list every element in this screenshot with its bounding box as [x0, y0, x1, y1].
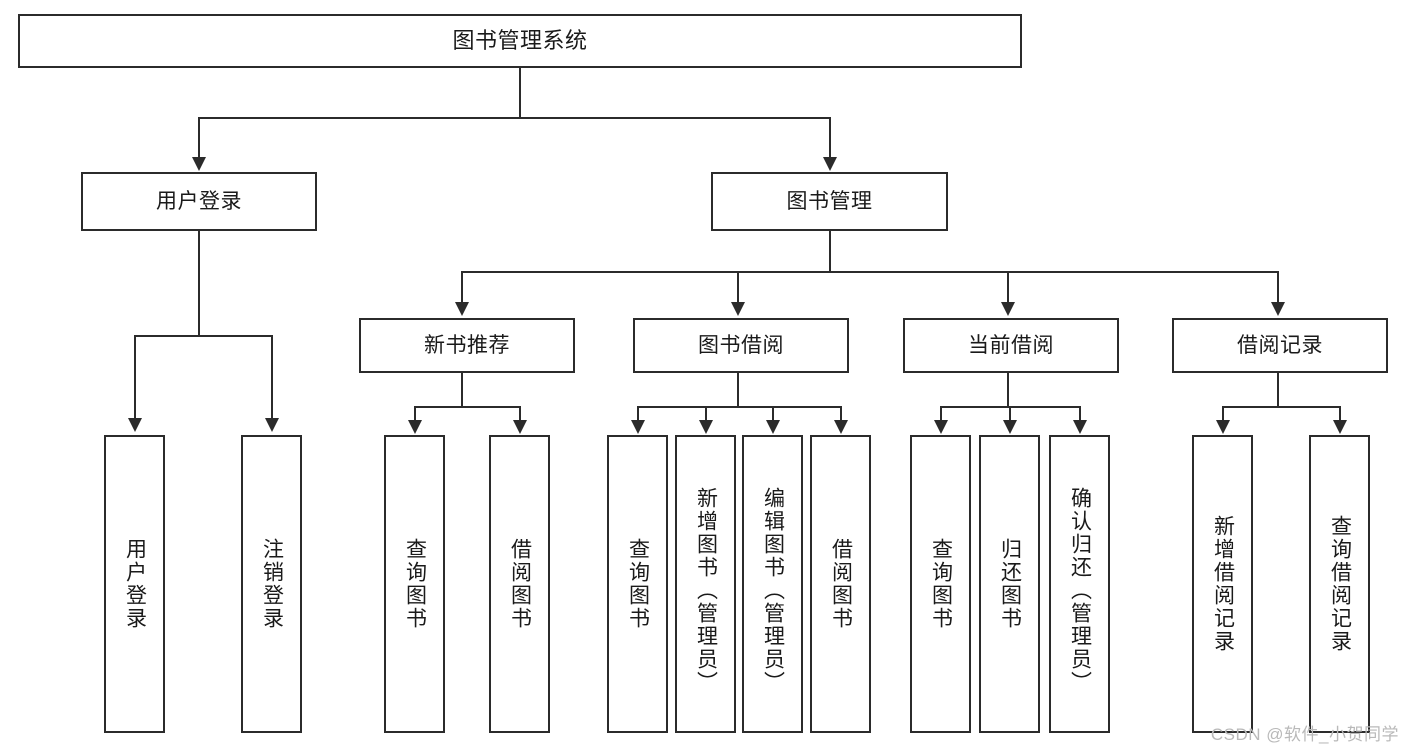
leaf-cb-query-book-label: 查询图书: [929, 538, 953, 630]
connector-nbr-bus: [414, 406, 519, 408]
connector-br-drop-1: [1222, 406, 1224, 422]
watermark: CSDN @软件_小贺同学: [1210, 725, 1399, 744]
leaf-nbr-query-book-label: 查询图书: [403, 538, 427, 630]
connector-nbr-drop-2: [519, 406, 521, 422]
leaf-br-query-record-label: 查询借阅记录: [1328, 515, 1352, 653]
leaf-br-query-record[interactable]: 查询借阅记录: [1309, 435, 1370, 733]
arrowhead-nbr-1: [408, 420, 422, 434]
leaf-cb-return-book[interactable]: 归还图书: [979, 435, 1040, 733]
connector-cb-stem: [1007, 373, 1009, 406]
arrowhead-root-1: [192, 157, 206, 171]
connector-root-stem: [519, 68, 521, 117]
connector-bb-drop-4: [840, 406, 842, 422]
node-root-label: 图书管理系统: [452, 27, 588, 53]
connector-book-mgmt-drop-3: [1007, 271, 1009, 304]
connector-bb-drop-2: [705, 406, 707, 422]
leaf-cb-query-book[interactable]: 查询图书: [910, 435, 971, 733]
leaf-br-add-record-label: 新增借阅记录: [1211, 515, 1235, 653]
connector-book-mgmt-drop-1: [461, 271, 463, 304]
connector-bb-drop-1: [637, 406, 639, 422]
node-book-management-label: 图书管理: [786, 189, 873, 213]
leaf-bb-add-book-admin-label: 新增图书（管理员）: [694, 486, 718, 694]
connector-root-drop-2: [829, 117, 831, 159]
arrowhead-nbr-2: [513, 420, 527, 434]
node-user-login-label: 用户登录: [156, 189, 242, 213]
arrowhead-bb-3: [766, 420, 780, 434]
leaf-nbr-borrow-book-label: 借阅图书: [508, 538, 532, 630]
leaf-nbr-query-book[interactable]: 查询图书: [384, 435, 445, 733]
arrowhead-bb-1: [631, 420, 645, 434]
node-borrow-record[interactable]: 借阅记录: [1172, 318, 1388, 373]
connector-cb-drop-1: [940, 406, 942, 422]
leaf-bb-borrow-book-label: 借阅图书: [829, 538, 853, 630]
connector-book-mgmt-drop-4: [1277, 271, 1279, 304]
arrowhead-book-mgmt-1: [455, 302, 469, 316]
node-user-login[interactable]: 用户登录: [81, 172, 317, 231]
connector-bb-bus: [637, 406, 842, 408]
connector-cb-drop-2: [1009, 406, 1011, 422]
leaf-br-add-record[interactable]: 新增借阅记录: [1192, 435, 1253, 733]
leaf-bb-query-book[interactable]: 查询图书: [607, 435, 668, 733]
arrowhead-bb-2: [699, 420, 713, 434]
leaf-cb-confirm-return-admin[interactable]: 确认归还（管理员）: [1049, 435, 1110, 733]
arrowhead-cb-1: [934, 420, 948, 434]
connector-user-login-bus: [134, 335, 272, 337]
arrowhead-br-1: [1216, 420, 1230, 434]
leaf-logout[interactable]: 注销登录: [241, 435, 302, 733]
connector-br-stem: [1277, 373, 1279, 406]
connector-root-drop-1: [198, 117, 200, 159]
node-book-management[interactable]: 图书管理: [711, 172, 948, 231]
connector-user-login-drop-1: [134, 335, 136, 420]
leaf-cb-confirm-return-admin-label: 确认归还（管理员）: [1068, 486, 1092, 694]
arrowhead-book-mgmt-3: [1001, 302, 1015, 316]
connector-br-drop-2: [1339, 406, 1341, 422]
arrowhead-user-login-1: [128, 418, 142, 432]
node-book-borrow[interactable]: 图书借阅: [633, 318, 849, 373]
arrowhead-root-2: [823, 157, 837, 171]
leaf-logout-label: 注销登录: [260, 538, 284, 630]
node-current-borrow[interactable]: 当前借阅: [903, 318, 1119, 373]
arrowhead-user-login-2: [265, 418, 279, 432]
connector-bb-stem: [737, 373, 739, 406]
arrowhead-book-mgmt-2: [731, 302, 745, 316]
arrowhead-cb-3: [1073, 420, 1087, 434]
leaf-cb-return-book-label: 归还图书: [998, 538, 1022, 630]
leaf-bb-query-book-label: 查询图书: [626, 538, 650, 630]
node-book-borrow-label: 图书借阅: [698, 333, 784, 357]
connector-bb-drop-3: [772, 406, 774, 422]
connector-br-bus: [1222, 406, 1339, 408]
arrowhead-br-2: [1333, 420, 1347, 434]
leaf-bb-borrow-book[interactable]: 借阅图书: [810, 435, 871, 733]
connector-cb-drop-3: [1079, 406, 1081, 422]
connector-user-login-drop-2: [271, 335, 273, 420]
node-current-borrow-label: 当前借阅: [968, 333, 1054, 357]
arrowhead-cb-2: [1003, 420, 1017, 434]
leaf-bb-edit-book-admin-label: 编辑图书（管理员）: [761, 486, 785, 694]
connector-book-mgmt-stem: [829, 231, 831, 271]
connector-nbr-stem: [461, 373, 463, 406]
connector-root-bus: [198, 117, 831, 119]
connector-nbr-drop-1: [414, 406, 416, 422]
connector-user-login-stem: [198, 231, 200, 335]
leaf-nbr-borrow-book[interactable]: 借阅图书: [489, 435, 550, 733]
leaf-user-login-label: 用户登录: [123, 538, 147, 630]
node-borrow-record-label: 借阅记录: [1237, 333, 1323, 357]
leaf-bb-edit-book-admin[interactable]: 编辑图书（管理员）: [742, 435, 803, 733]
arrowhead-book-mgmt-4: [1271, 302, 1285, 316]
node-new-book-recommend-label: 新书推荐: [424, 333, 510, 357]
node-root[interactable]: 图书管理系统: [18, 14, 1022, 68]
arrowhead-bb-4: [834, 420, 848, 434]
leaf-user-login[interactable]: 用户登录: [104, 435, 165, 733]
connector-book-mgmt-bus: [461, 271, 1279, 273]
node-new-book-recommend[interactable]: 新书推荐: [359, 318, 575, 373]
leaf-bb-add-book-admin[interactable]: 新增图书（管理员）: [675, 435, 736, 733]
connector-book-mgmt-drop-2: [737, 271, 739, 304]
